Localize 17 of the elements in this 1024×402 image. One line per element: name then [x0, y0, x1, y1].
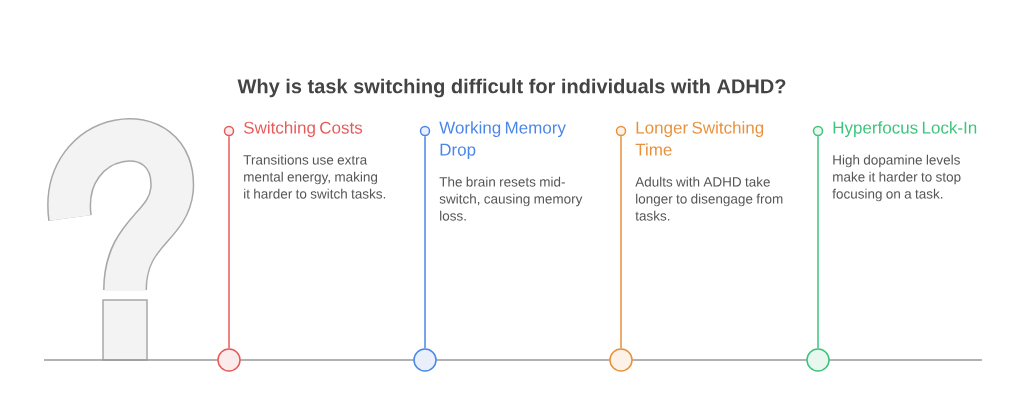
- item-heading: Switching Costs: [244, 121, 363, 138]
- timeline-marker: [413, 348, 437, 372]
- timeline-marker: [806, 348, 830, 372]
- item-heading: Longer Switching Time: [635, 121, 764, 156]
- item-heading: Working Memory Drop: [439, 121, 566, 160]
- connector-line: [424, 135, 426, 349]
- connector-line: [620, 135, 622, 349]
- title: Why is task switching difficult for individuals with ADHD?: [237, 78, 786, 98]
- connector-line: [817, 135, 819, 349]
- connector-line: [228, 135, 230, 349]
- timeline-marker: [217, 348, 241, 372]
- item-description: The brain resets mid-switch, causing memory loss.: [439, 176, 583, 221]
- timeline-marker: [609, 348, 633, 372]
- item-heading: Hyperfocus Lock-In: [833, 121, 977, 138]
- item-description: Adults with ADHD take longer to disengage from tasks.: [635, 176, 783, 221]
- item-description: Transitions use extra mental energy, making it harder to switch tasks.: [243, 154, 386, 199]
- item-description: High dopamine levels make it harder to stop focusing on a task.: [832, 154, 961, 202]
